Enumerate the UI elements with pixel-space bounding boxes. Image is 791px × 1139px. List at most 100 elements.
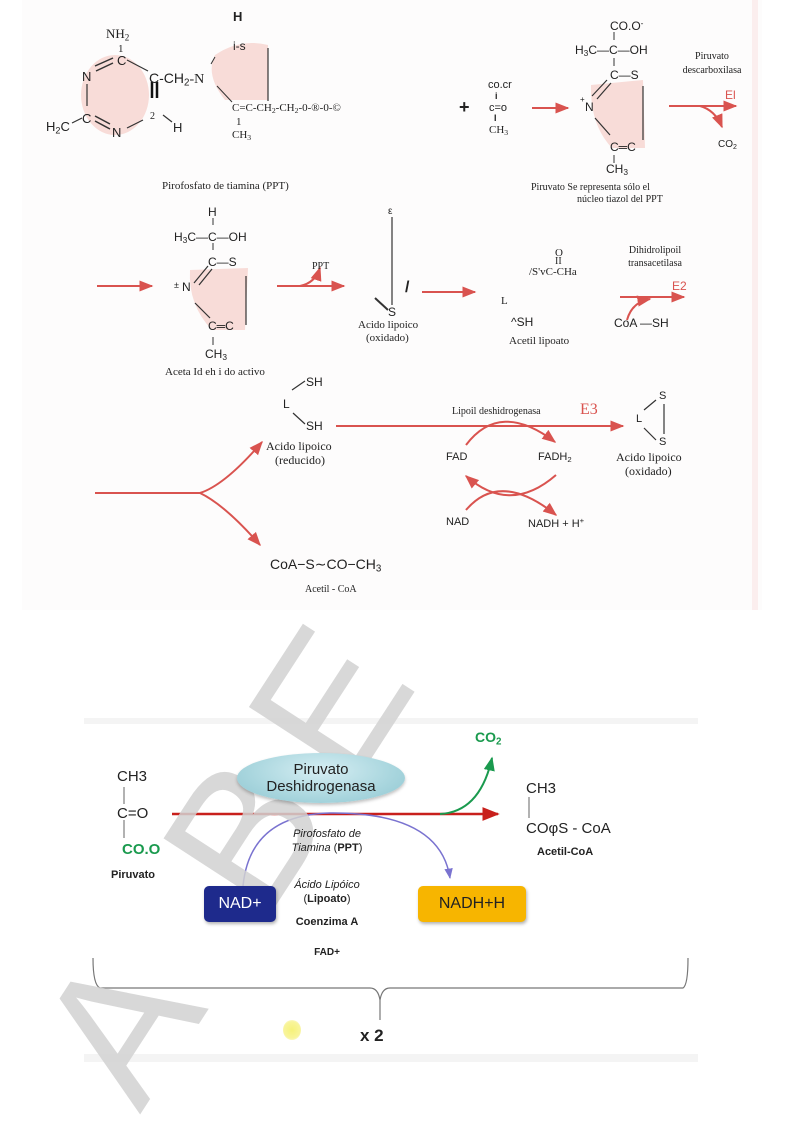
adduct-n-charge: + <box>580 95 585 104</box>
adduct-structure-graphic <box>590 32 645 163</box>
acetyl-lipoate-l: L <box>501 295 508 307</box>
bond <box>94 57 114 67</box>
lipoic-red-l: L <box>283 397 290 411</box>
bond <box>292 412 306 425</box>
lipoic-ox1-caption-2: (oxidado) <box>366 332 409 344</box>
lipoic-ox2-caption-2: (oxidado) <box>625 464 672 478</box>
bond <box>198 268 213 286</box>
pyruvate-line2: i <box>495 91 498 101</box>
hydroxyethyl-structure-graphic <box>189 218 248 345</box>
e3-tag: E3 <box>580 401 598 418</box>
plus-sign: + <box>459 97 470 117</box>
lipoic-ox2-caption-1: Acido lipoico <box>616 450 682 464</box>
lipoic-red-sh-top: SH <box>306 375 323 389</box>
arrow-fad-to-fadh2 <box>465 420 557 446</box>
bond <box>126 119 144 129</box>
nadh-box: NADH+H <box>418 886 526 922</box>
lipoic-reduced-graphic <box>291 380 306 425</box>
ppt-c-top: C <box>117 53 127 68</box>
lipoic-oxidized-2-graphic <box>643 399 665 441</box>
e3-fad: FAD <box>446 451 468 463</box>
ppt-n-left: N <box>82 69 92 84</box>
thiazole-ring-fill <box>211 42 268 100</box>
top-reaction-arrows <box>95 100 738 547</box>
acetylcoa-ch3: CH3 <box>526 780 557 797</box>
ppt-c-bottom-left: C <box>82 111 92 126</box>
lipoic-ox1-slash: / <box>405 279 410 296</box>
e3-nad: NAD <box>446 516 470 528</box>
cofactor-coenzyme-a: Coenzima A <box>295 916 359 928</box>
enzyme-line1: Piruvato <box>293 761 349 778</box>
adduct-cc: C═C <box>610 140 636 154</box>
bond <box>194 302 211 319</box>
e3-nadh: NADH + H+ <box>528 516 585 530</box>
bond <box>126 59 149 72</box>
hydroxyethyl-h3c: H3C—C—OH <box>174 230 247 246</box>
bond <box>374 297 389 311</box>
arrow-co2-release <box>699 105 723 129</box>
hydroxyethyl-n: N <box>182 280 191 294</box>
bond <box>216 85 233 103</box>
ppt-nh2: NH2 <box>106 26 130 43</box>
bond <box>291 380 306 391</box>
pyruvate-coo: CO.O <box>122 841 161 858</box>
pyrimidine-ring-fill <box>81 55 149 135</box>
ppt-s-label: i-s <box>233 39 246 53</box>
acetyl-lipoate-caption: Acetil lipoato <box>509 335 570 347</box>
ppt-bond-num: 1 <box>118 43 124 55</box>
cofactor-fad: FAD+ <box>314 947 340 958</box>
diagram-graphics <box>71 32 738 1020</box>
ppt-release-label: PPT <box>312 261 330 272</box>
lipoic-red-sh-bottom: SH <box>306 419 323 433</box>
bond <box>94 120 111 130</box>
acetylcoa-line: COφS - CoA <box>526 820 611 837</box>
bond <box>94 115 111 125</box>
e1-co2: CO2 <box>718 139 737 151</box>
pyruvate-label: Piruvato <box>111 869 156 881</box>
lipoic-red-caption-1: Acido lipoico <box>266 439 332 453</box>
adduct-cs: C—S <box>610 68 639 82</box>
enzyme-line2: Deshidrogenasa <box>266 778 376 795</box>
adduct-coo: CO.O- <box>610 18 644 34</box>
ppt-h-right: H <box>173 120 183 135</box>
bracket <box>92 957 689 1020</box>
acetyl-lipoate-line: /S'vC-CHa <box>529 266 577 278</box>
ppt-h3c: H2C <box>46 119 70 136</box>
lipoic-oxidized-1-graphic <box>374 217 393 311</box>
top-panel-edge <box>752 0 758 610</box>
e1-tag: El <box>725 88 736 102</box>
hydroxyethyl-cs: C—S <box>208 255 237 269</box>
ppt-caption: Pirofosfato de tiamina (PPT) <box>162 180 289 192</box>
e1-enzyme-line1: Piruvato <box>695 51 729 62</box>
lipoic-red-caption-2: (reducido) <box>275 453 325 467</box>
hydroxyethyl-n-charge: ± <box>174 280 179 290</box>
bond <box>594 117 611 136</box>
acetyl-coa-caption: Acetil - CoA <box>305 584 357 595</box>
adduct-caption-1: Piruvato Se representa sólo el <box>531 182 650 193</box>
hydroxyethyl-h: H <box>208 205 217 219</box>
lipoic-ox1-caption-1: Acido lipoico <box>358 319 419 331</box>
arrow-branch-up <box>199 440 263 494</box>
bond <box>71 117 83 124</box>
bond <box>193 265 209 284</box>
hydroxyethyl-cc: C═C <box>208 319 234 333</box>
adduct-caption-2: núcleo tiazol del PPT <box>577 194 663 205</box>
pyruvate-line5: CH3 <box>489 124 509 137</box>
lipoic-ox1-top: ε <box>388 206 393 217</box>
ring-fill <box>590 80 645 148</box>
bond <box>591 79 608 97</box>
adduct-h3c: H3C—C—OH <box>575 43 648 59</box>
acetyl-coa-formula: CoA−S∼CO−CH3 <box>270 556 382 575</box>
bond <box>643 399 657 411</box>
ppt-n-bottom: N <box>112 125 122 140</box>
cofactor-ppt-line1: Pirofosfato de <box>293 828 361 840</box>
co2-release-arrow <box>439 756 495 815</box>
bond <box>596 82 612 100</box>
adduct-n: N <box>585 100 594 114</box>
arrow-ppt-release <box>299 266 322 287</box>
acetyl-lipoate-o: O <box>555 247 563 259</box>
cursor-highlight-dot <box>283 1020 301 1040</box>
adduct-ch3: CH3 <box>606 162 629 178</box>
e2-enzyme-line2: transacetilasa <box>628 258 682 269</box>
hydroxyethyl-caption: Aceta Id eh i do activo <box>165 366 265 378</box>
